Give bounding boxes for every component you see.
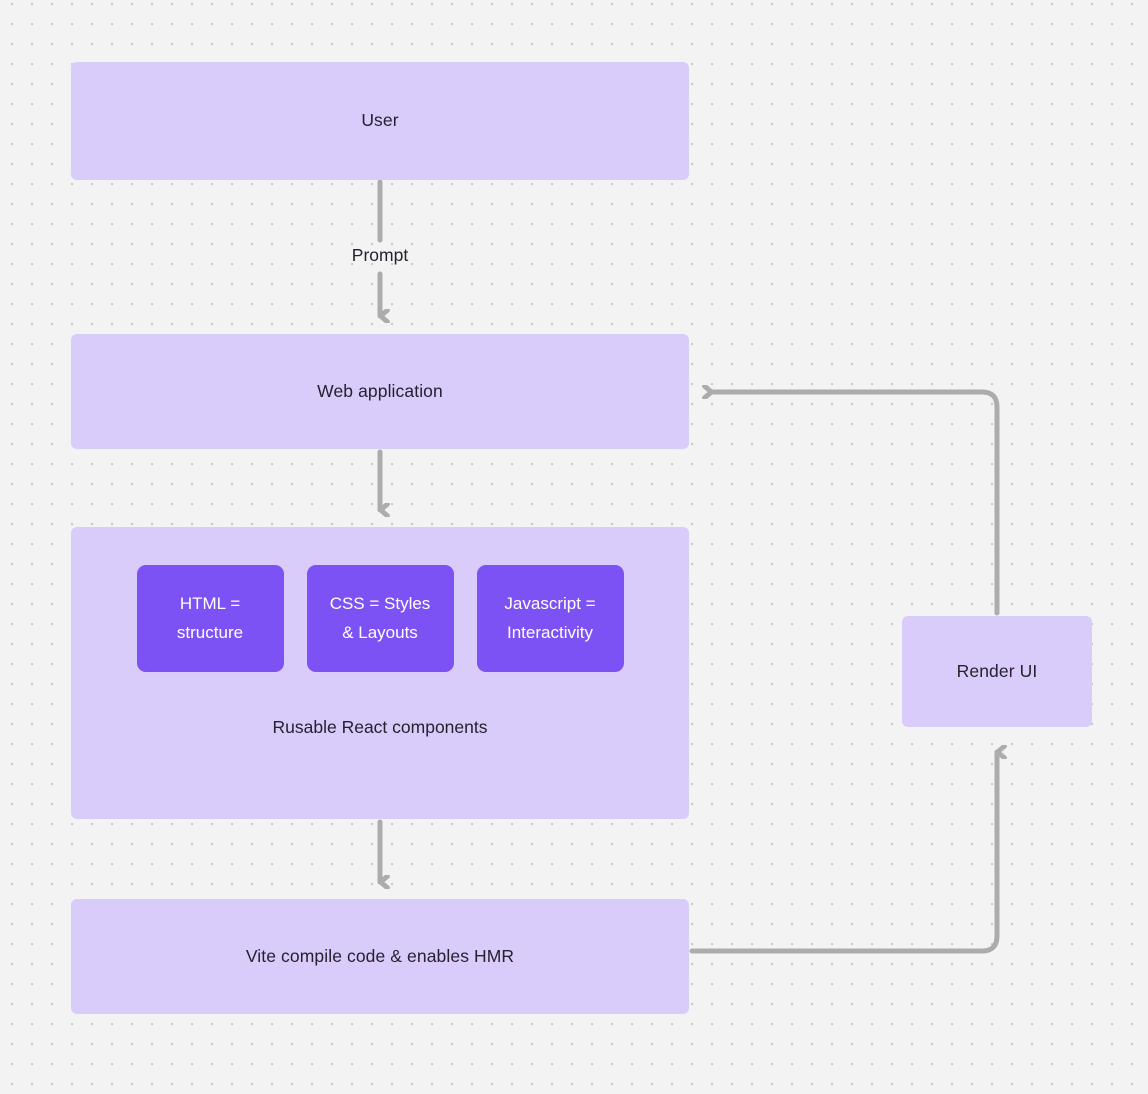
edge-vite-to-render-ui (689, 752, 997, 954)
chip-javascript-label: Javascript = Interactivity (504, 593, 596, 642)
node-user[interactable]: User (71, 62, 689, 180)
node-user-label: User (361, 110, 399, 131)
node-react-group[interactable]: HTML = structure CSS = Styles & Layouts … (71, 527, 689, 819)
chip-css[interactable]: CSS = Styles & Layouts (306, 565, 454, 672)
edge-render-ui-to-web-application (712, 392, 1000, 616)
node-web-application[interactable]: Web application (71, 334, 689, 449)
chip-javascript[interactable]: Javascript = Interactivity (476, 565, 624, 672)
node-render-ui-label: Render UI (956, 660, 1038, 681)
edge-label-prompt: Prompt (351, 245, 409, 265)
node-render-ui[interactable]: Render UI (902, 616, 1092, 727)
react-group-caption: Rusable React components (272, 717, 488, 737)
node-vite[interactable]: Vite compile code & enables HMR (71, 899, 689, 1014)
node-web-application-label: Web application (317, 380, 443, 401)
chip-css-label: CSS = Styles & Layouts (329, 593, 431, 642)
chip-html-label: HTML = structure (176, 593, 244, 642)
chip-html[interactable]: HTML = structure (136, 565, 284, 672)
react-chip-row: HTML = structure CSS = Styles & Layouts … (71, 565, 689, 672)
node-vite-label: Vite compile code & enables HMR (245, 945, 515, 966)
